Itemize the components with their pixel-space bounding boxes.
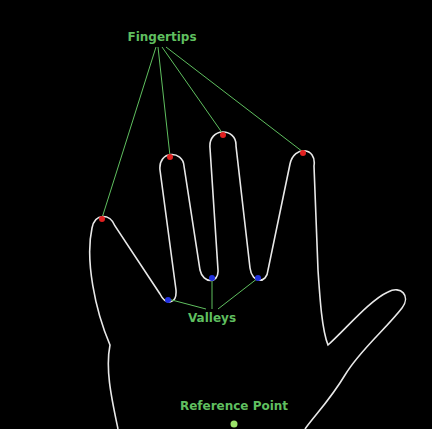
fingertip-dots [99,132,306,222]
fingertips-label: Fingertips [125,30,198,44]
reference-point-label: Reference Point [178,399,290,413]
hand-outline [90,132,406,429]
reference-point [231,421,238,428]
valley-dots [165,275,261,303]
leader-lines [102,47,303,309]
valleys-label: Valleys [186,311,238,325]
